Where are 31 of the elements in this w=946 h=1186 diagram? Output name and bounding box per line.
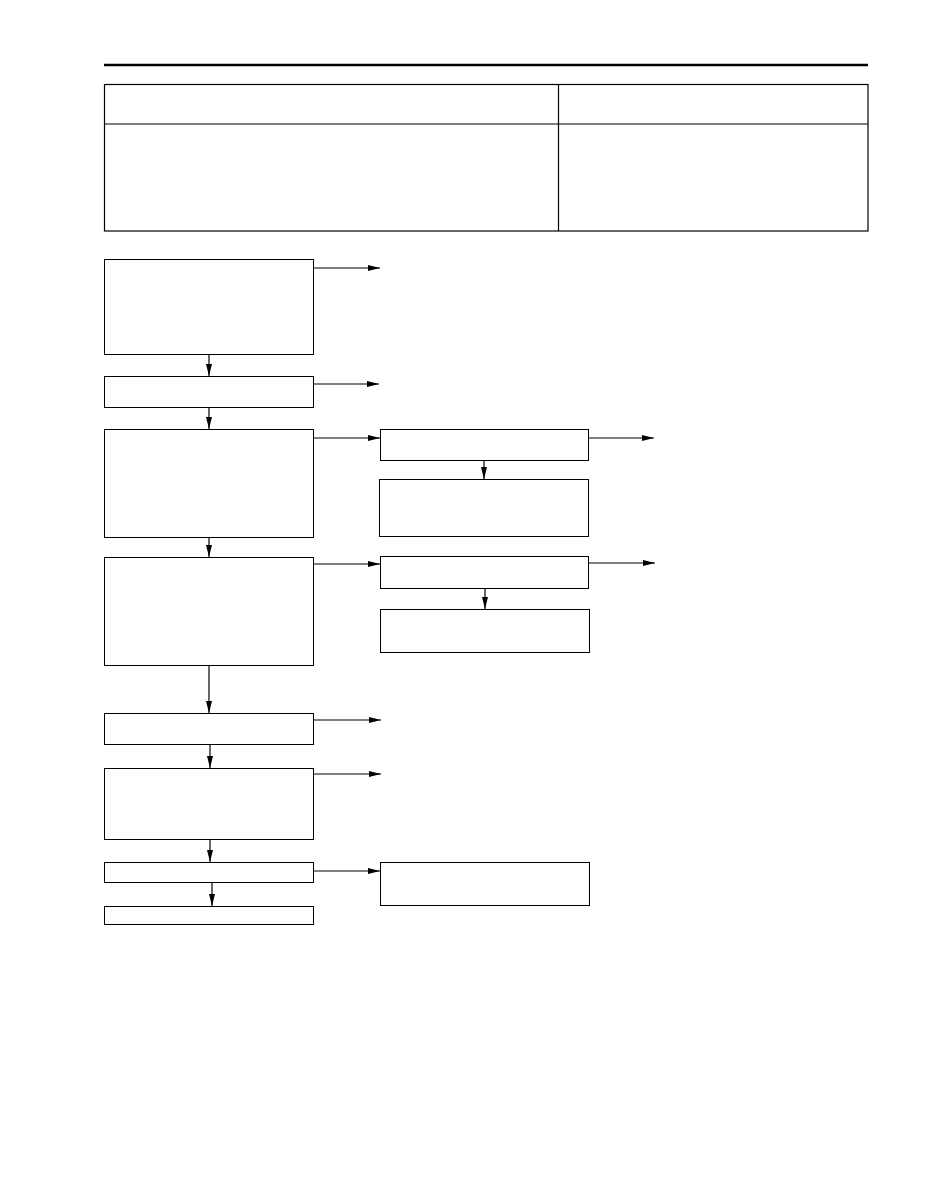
arrow [313,265,381,271]
process-box [380,429,589,461]
process-box [380,556,589,589]
process-box [104,906,314,925]
arrow [481,460,487,480]
arrow [588,435,655,441]
arrow [206,537,212,558]
arrow [588,560,656,566]
process-box [104,376,314,408]
process-box [380,609,590,653]
process-box [104,557,314,666]
arrow [209,882,215,907]
arrow [313,435,381,441]
arrow [313,771,382,777]
arrow [313,717,382,723]
arrow [206,407,212,430]
arrow [206,665,212,714]
process-box [104,768,314,840]
arrow [482,588,488,610]
arrow [206,354,212,377]
process-box [104,862,314,883]
process-box [380,862,590,906]
arrow [313,381,380,387]
arrow [207,744,213,769]
arrow [207,839,213,863]
arrow [313,868,381,874]
process-box [104,713,314,745]
process-box [104,259,314,355]
process-box [379,479,589,537]
process-box [104,429,314,538]
arrow [313,561,381,567]
